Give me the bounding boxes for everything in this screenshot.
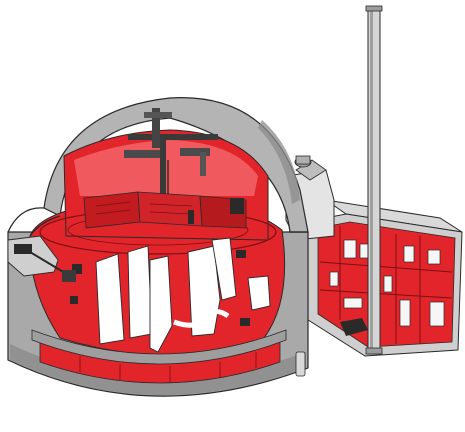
steam-generator-2 xyxy=(127,245,153,339)
left-gantry xyxy=(7,235,76,282)
personnel-hatch xyxy=(295,351,306,377)
containment-base-shade xyxy=(10,344,306,396)
interior-details xyxy=(70,210,250,326)
ventilation-stack xyxy=(365,5,383,355)
reactor-vessel xyxy=(149,255,173,353)
steam-generator-1 xyxy=(95,253,125,345)
floor-slab xyxy=(31,329,287,365)
crane-bridge xyxy=(128,134,218,140)
steam-generator-4 xyxy=(211,237,237,301)
basement-details xyxy=(79,352,257,382)
reactor-coolant-pump xyxy=(247,275,271,311)
steam-generators xyxy=(95,237,271,353)
containment-dome-shade xyxy=(258,120,300,204)
annex-ramp-arrow xyxy=(340,318,368,336)
cut-edges xyxy=(7,207,308,237)
annex-equipment xyxy=(329,239,445,327)
refueling-block xyxy=(83,191,141,229)
stack-pole xyxy=(367,7,381,355)
annex-building xyxy=(304,199,463,357)
upper-equipment xyxy=(83,191,247,229)
primary-piping xyxy=(173,309,230,328)
